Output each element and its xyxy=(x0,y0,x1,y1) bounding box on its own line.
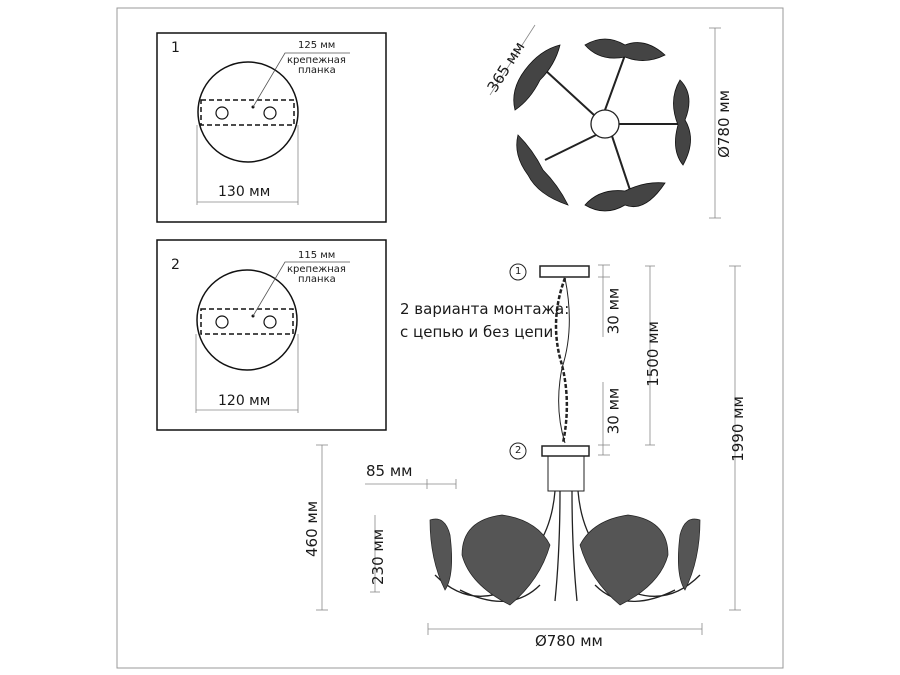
side-view-drawing xyxy=(316,263,741,635)
chain-height: 1500 мм xyxy=(643,321,662,387)
marker-1: 1 xyxy=(515,266,522,277)
mounting-note-line-2: с цепью и без цепи xyxy=(400,323,554,341)
canopy-height-bottom: 30 мм xyxy=(604,387,623,435)
mount-2-plate-label-2: планка xyxy=(298,274,336,285)
mount-2-plate-length: 115 мм xyxy=(298,250,336,261)
mount-1-number: 1 xyxy=(171,40,180,56)
mount-1-plate-label-1: крепежная xyxy=(287,55,346,66)
shade-height: 230 мм xyxy=(369,528,388,586)
mount-diagram-2 xyxy=(156,239,387,431)
canopy-height-top: 30 мм xyxy=(604,287,623,335)
side-diameter: Ø780 мм xyxy=(535,632,603,650)
body-height: 460 мм xyxy=(303,500,322,558)
mount-2-plate-label-1: крепежная xyxy=(287,264,346,275)
page-frame xyxy=(116,7,784,669)
mounting-note-line-1: 2 варианта монтажа: xyxy=(400,300,570,318)
mount-2-diameter: 120 мм xyxy=(218,393,271,409)
mount-2-number: 2 xyxy=(171,257,180,273)
top-view-drawing xyxy=(489,24,721,219)
mount-1-plate-label-2: планка xyxy=(298,65,336,76)
mount-1-diameter: 130 мм xyxy=(218,184,271,200)
mount-diagram-1 xyxy=(156,32,387,223)
marker-2: 2 xyxy=(515,445,522,456)
offset-dimension: 85 мм xyxy=(366,462,413,480)
total-height: 1990 мм xyxy=(728,396,747,462)
mount-1-plate-length: 125 мм xyxy=(298,40,336,51)
top-diameter: Ø780 мм xyxy=(714,90,733,158)
